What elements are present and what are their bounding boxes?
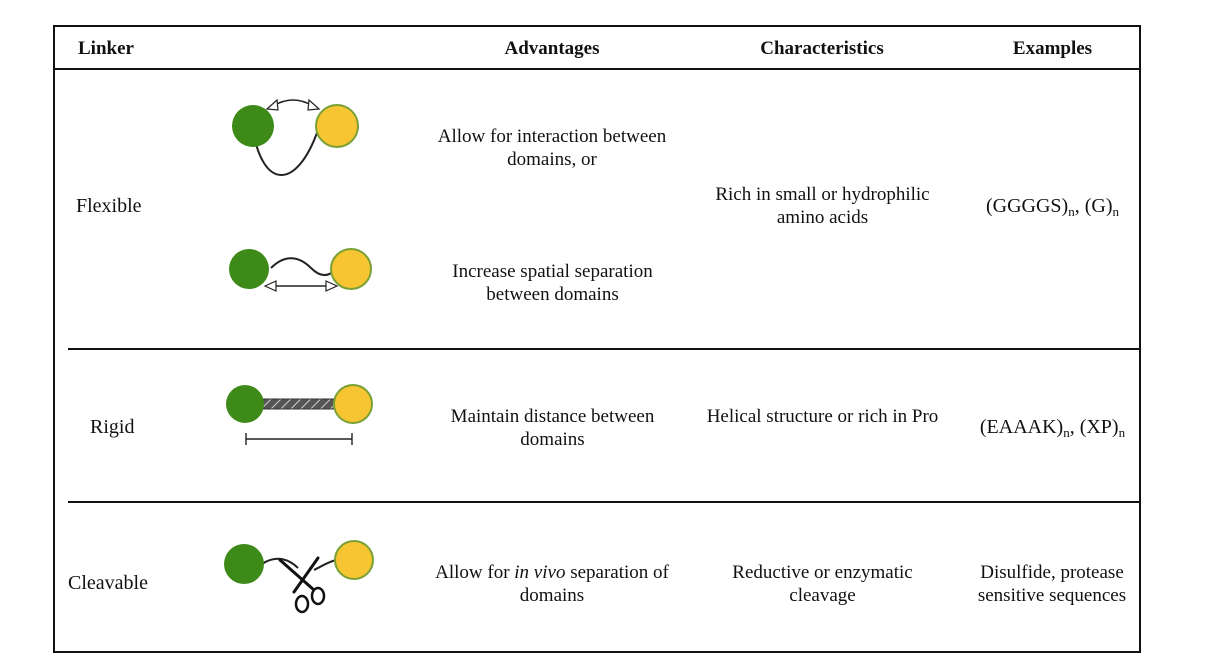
domain-green-circle <box>224 544 264 584</box>
cleavable-advantages: Allow for in vivo separation of domains <box>435 562 669 606</box>
flexible-interaction-diagram <box>232 98 359 176</box>
rigid-characteristics: Helical structure or rich in Pro <box>706 406 939 427</box>
header-rule <box>53 68 1141 70</box>
flexible-linker-wave <box>270 257 336 276</box>
cleavable-characteristics: Reductive or enzymatic cleavage <box>732 562 913 606</box>
double-arrow-icon <box>265 98 321 111</box>
flexible-characteristics: Rich in small or hydrophilic amino acids <box>715 184 930 228</box>
flexible-advantage-2: Increase spatial separation between doma… <box>452 261 653 305</box>
row-divider-2 <box>68 501 1139 503</box>
domain-yellow-circle <box>315 104 359 148</box>
cleavable-linker-diagram <box>224 540 374 614</box>
row-divider-1 <box>68 348 1139 350</box>
cleavable-examples: Disulfide, protease sensitive sequences <box>977 562 1127 606</box>
rigid-advantages: Maintain distance between domains <box>450 406 655 450</box>
linker-flexible: Flexible <box>76 195 142 217</box>
double-arrow-icon <box>263 280 339 292</box>
flexible-separation-diagram <box>229 248 372 292</box>
table-frame <box>53 25 1141 653</box>
table-top-rule <box>53 25 1141 27</box>
rigid-linker-diagram <box>226 384 373 445</box>
header-advantages: Advantages <box>504 38 600 59</box>
domain-yellow-circle <box>330 248 372 290</box>
header-linker: Linker <box>78 38 134 59</box>
flexible-examples: (GGGGS)n, (G)n <box>986 195 1119 219</box>
cleavable-linker-left <box>261 557 299 569</box>
header-characteristics: Characteristics <box>760 38 884 59</box>
scale-bar-icon <box>245 433 353 445</box>
domain-green-circle <box>229 249 269 289</box>
linker-rigid: Rigid <box>90 416 135 438</box>
domain-green-circle <box>226 385 264 423</box>
linker-cleavable: Cleavable <box>68 572 148 594</box>
domain-yellow-circle <box>333 384 373 424</box>
scissors-icon <box>278 556 326 614</box>
rigid-examples: (EAAAK)n, (XP)n <box>979 416 1126 440</box>
flexible-linker-curve <box>252 129 319 176</box>
flexible-advantage-1: Allow for interaction between domains, o… <box>437 126 667 170</box>
domain-yellow-circle <box>334 540 374 580</box>
header-examples: Examples <box>1012 38 1093 59</box>
domain-green-circle <box>232 105 274 147</box>
hatched-rod-icon <box>262 398 336 410</box>
